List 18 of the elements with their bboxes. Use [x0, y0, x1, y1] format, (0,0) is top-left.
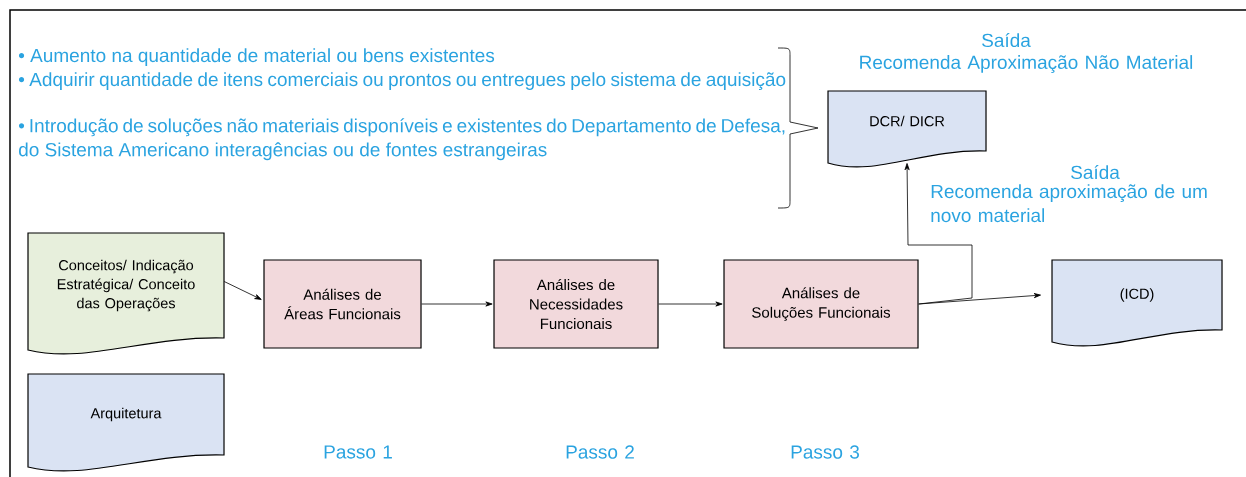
- output-label: Recomenda aproximação de um novo material: [931, 184, 1207, 223]
- process-box: Análises de Necessidades Funcionais: [493, 259, 659, 349]
- process-box: Análises de Áreas Funcionais: [263, 259, 422, 349]
- output-label: Recomenda Aproximação Não Material: [860, 55, 1193, 73]
- arrow: [904, 163, 973, 305]
- arrow: [223, 281, 262, 300]
- bullet-text: • Adquirir quantidade de itens comerciais ou prontos ou entregues pelo sistema de aquisição: [18, 72, 786, 90]
- step-label: Passo 2: [566, 445, 634, 459]
- arrow: [421, 301, 493, 307]
- arrow: [658, 301, 723, 307]
- bullet-text: • Aumento na quantidade de material ou bens existentes: [18, 48, 495, 66]
- process-box: Análises de Soluções Funcionais: [723, 259, 919, 349]
- output-label: Saída: [1071, 164, 1120, 180]
- step-label: Passo 3: [791, 445, 859, 459]
- bullet-text: • Introdução de soluções não materiais disponíveis e existentes do Departamento de Defesa, do Sistema Americano interagências ou de fontes estrangeiras: [18, 118, 785, 161]
- step-label: Passo 1: [324, 445, 392, 459]
- output-label: Saída: [982, 32, 1031, 48]
- arrow: [918, 293, 1041, 305]
